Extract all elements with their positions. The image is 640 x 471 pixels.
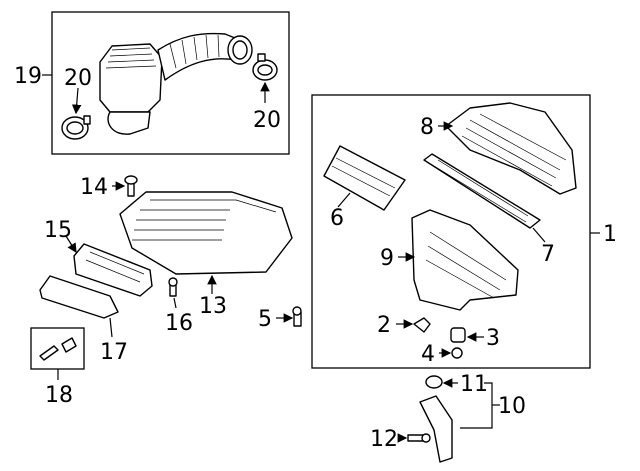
callout-13: 13 — [199, 294, 227, 319]
callout-19: 19 — [14, 64, 42, 89]
callout-10: 10 — [498, 394, 526, 419]
lower-housing — [411, 209, 519, 311]
upper-cover — [445, 102, 577, 195]
callout-17: 17 — [100, 340, 128, 365]
callout-14: 14 — [80, 175, 108, 200]
group-box-19 — [51, 11, 290, 155]
cover-plate — [323, 145, 406, 211]
bracket-10 — [419, 395, 453, 463]
callout-2: 2 — [377, 313, 391, 338]
callout-12: 12 — [370, 427, 398, 452]
callout-8: 8 — [420, 115, 434, 140]
bolt-part-5 — [292, 306, 302, 327]
bracket-17 — [39, 275, 119, 319]
pin-part-4 — [451, 347, 463, 359]
washer-part-11 — [425, 375, 443, 389]
callout-1: 1 — [603, 222, 617, 247]
callout-20-right: 20 — [253, 108, 281, 133]
callout-15: 15 — [44, 218, 72, 243]
group-box-18 — [30, 327, 85, 370]
callout-11: 11 — [460, 372, 488, 397]
resonator-13 — [119, 191, 293, 275]
grommet-part-3 — [450, 327, 466, 343]
callout-20-left: 20 — [64, 66, 92, 91]
clamp-20-right — [252, 53, 278, 81]
fasteners-18 — [39, 337, 77, 361]
callout-7: 7 — [541, 242, 555, 267]
bolt-part-14 — [124, 175, 138, 197]
callout-3: 3 — [486, 326, 500, 351]
callout-18: 18 — [45, 383, 73, 408]
callout-9: 9 — [380, 246, 394, 271]
callout-6: 6 — [330, 206, 344, 231]
clamp-20-left — [61, 115, 91, 140]
filter-element — [423, 153, 541, 229]
bolt-part-16 — [168, 277, 178, 297]
callout-4: 4 — [421, 342, 435, 367]
intake-duct — [99, 32, 253, 135]
module-15 — [73, 243, 153, 297]
group-box-1 — [311, 94, 591, 369]
callout-5: 5 — [258, 307, 272, 332]
bolt-part-12 — [407, 433, 431, 443]
clip-part-2 — [413, 317, 431, 333]
callout-16: 16 — [165, 311, 193, 336]
